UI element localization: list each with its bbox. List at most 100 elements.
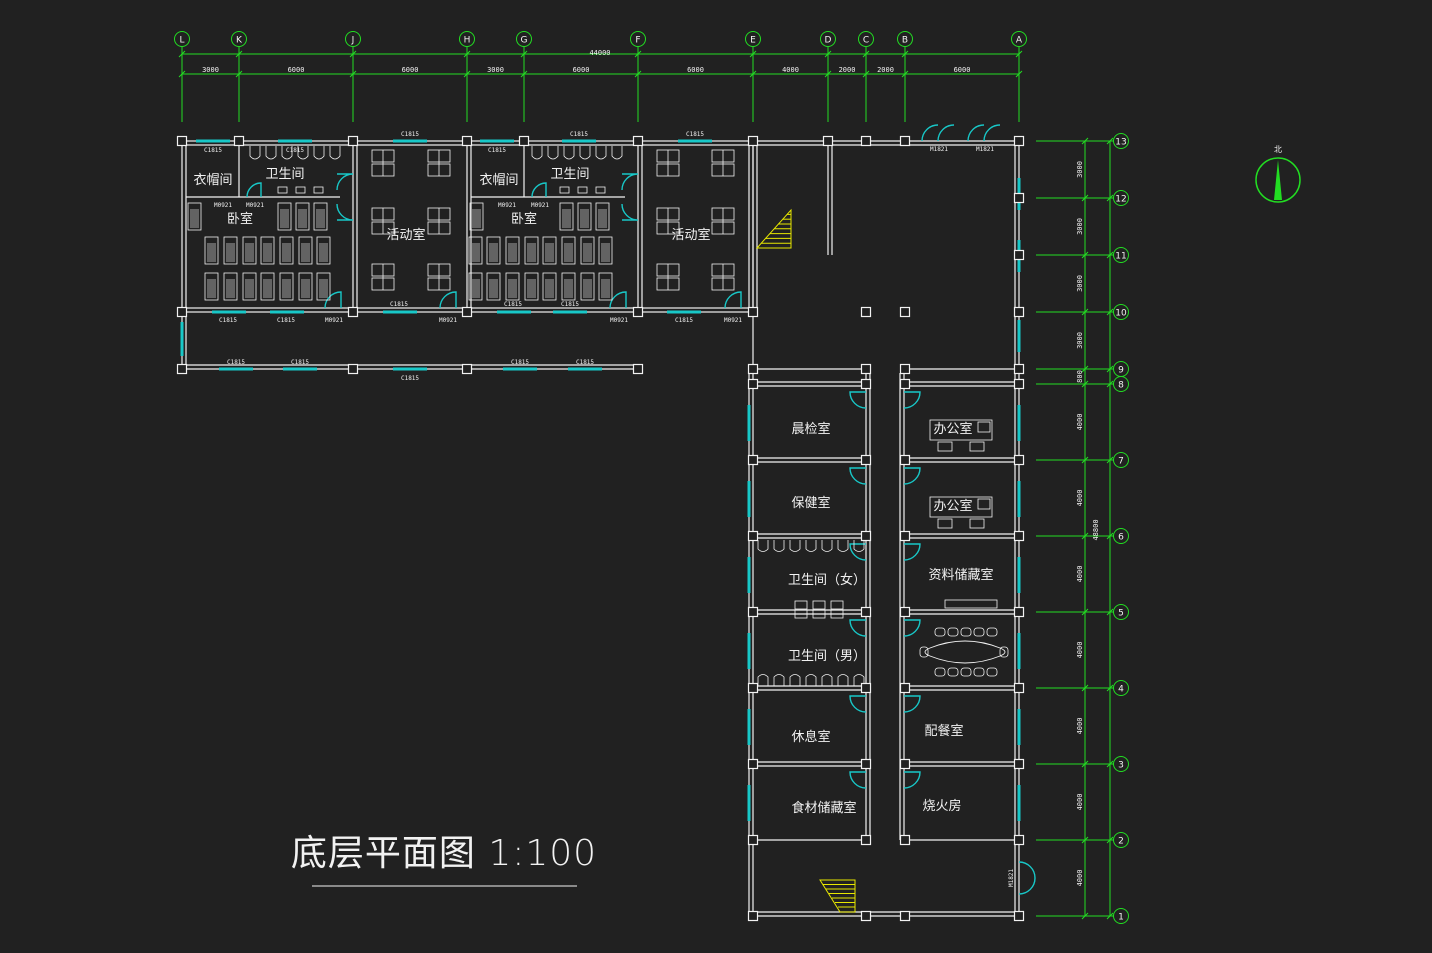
dimension-text: 4000	[1076, 642, 1084, 659]
axis-bubble	[820, 31, 836, 47]
toilet	[853, 540, 865, 552]
room-wc-1: 卫生间	[265, 167, 304, 182]
room-labels: 衣帽间 卫生间 卧室 活动室 衣帽间 卫生间 卧室 活动室 晨检室 保健室 卫生…	[193, 167, 993, 816]
bed	[545, 243, 554, 262]
axis-number: 2	[1118, 837, 1124, 847]
sink	[559, 186, 570, 194]
chair	[986, 667, 998, 677]
column	[1013, 530, 1025, 542]
axis-bubble	[1113, 452, 1129, 468]
drawing-title: 底层平面图 1:100	[291, 833, 597, 887]
bed	[207, 279, 216, 298]
axis-bubble	[858, 31, 874, 47]
axis-number: 5	[1118, 609, 1124, 619]
tag-m0921: M0921	[325, 317, 343, 324]
bed	[223, 272, 238, 301]
sink	[313, 186, 324, 194]
dimension-text: 3000	[1076, 332, 1084, 349]
column	[1013, 363, 1025, 375]
bed	[223, 236, 238, 265]
bed	[242, 236, 257, 265]
axis-bubble	[1113, 832, 1129, 848]
bed	[486, 272, 501, 301]
column	[860, 454, 872, 466]
door-swing	[903, 543, 921, 561]
stair-lower	[819, 879, 856, 913]
chair	[947, 667, 959, 677]
axis-number: 11	[1115, 252, 1126, 262]
dimension-text: 4000	[1076, 794, 1084, 811]
bed	[598, 272, 613, 301]
room-boiler: 烧火房	[922, 798, 961, 814]
axis-bubble	[174, 31, 190, 47]
toilet	[249, 146, 261, 160]
axis-bubble	[1113, 908, 1129, 924]
toilet	[563, 146, 575, 160]
column	[822, 135, 834, 147]
west-wing	[180, 139, 754, 371]
tag-c1815: C1815	[511, 359, 529, 366]
bed	[316, 236, 331, 265]
toilet	[837, 674, 849, 686]
bed	[598, 236, 613, 265]
bed	[245, 243, 254, 262]
axis-number: 12	[1115, 195, 1126, 205]
chair	[919, 646, 929, 658]
axis-letter: K	[236, 36, 243, 46]
tag-c1815: C1815	[227, 359, 245, 366]
axis-number: 3	[1118, 761, 1124, 771]
bed	[260, 236, 275, 265]
column	[233, 135, 245, 147]
dimension-text: 3000	[1076, 275, 1084, 292]
bed	[527, 279, 536, 298]
axis-number: 9	[1118, 366, 1124, 376]
bed	[298, 272, 313, 301]
tag-c1815: C1815	[504, 301, 522, 308]
desk	[929, 496, 993, 518]
bed	[601, 279, 610, 298]
bed	[559, 202, 574, 231]
dimension-text: 6000	[573, 66, 590, 74]
title-text: 底层平面图 1:100	[291, 833, 597, 874]
bed	[508, 279, 517, 298]
column	[899, 530, 911, 542]
door-swing	[903, 619, 921, 637]
tag-c1815: C1815	[390, 301, 408, 308]
bed	[277, 202, 292, 231]
chair	[999, 646, 1009, 658]
column	[747, 834, 759, 846]
tag-m1821: M1821	[1008, 869, 1015, 887]
column	[176, 135, 188, 147]
column	[860, 758, 872, 770]
room-bed-1: 卧室	[227, 211, 253, 227]
column	[1013, 192, 1025, 204]
room-activity-2: 活动室	[671, 227, 710, 243]
structural-columns	[176, 135, 1025, 922]
column	[1013, 378, 1025, 390]
chair	[977, 498, 991, 510]
column	[1013, 606, 1025, 618]
bed	[489, 279, 498, 298]
bed	[319, 279, 328, 298]
dimension-text: 6000	[687, 66, 704, 74]
bed	[468, 272, 483, 301]
door-swing	[849, 695, 867, 713]
bed	[245, 279, 254, 298]
bed	[486, 236, 501, 265]
desk	[929, 419, 993, 441]
column	[347, 135, 359, 147]
sink	[277, 186, 288, 194]
axis-bubble	[1113, 528, 1129, 544]
axis-letter: E	[750, 36, 756, 46]
door-swing	[903, 391, 921, 409]
column	[461, 363, 473, 375]
axis-bubble	[1113, 680, 1129, 696]
tag-m0921: M0921	[214, 202, 232, 209]
bed	[527, 243, 536, 262]
bed	[489, 243, 498, 262]
toilet	[297, 146, 309, 160]
bed	[524, 236, 539, 265]
column	[899, 454, 911, 466]
